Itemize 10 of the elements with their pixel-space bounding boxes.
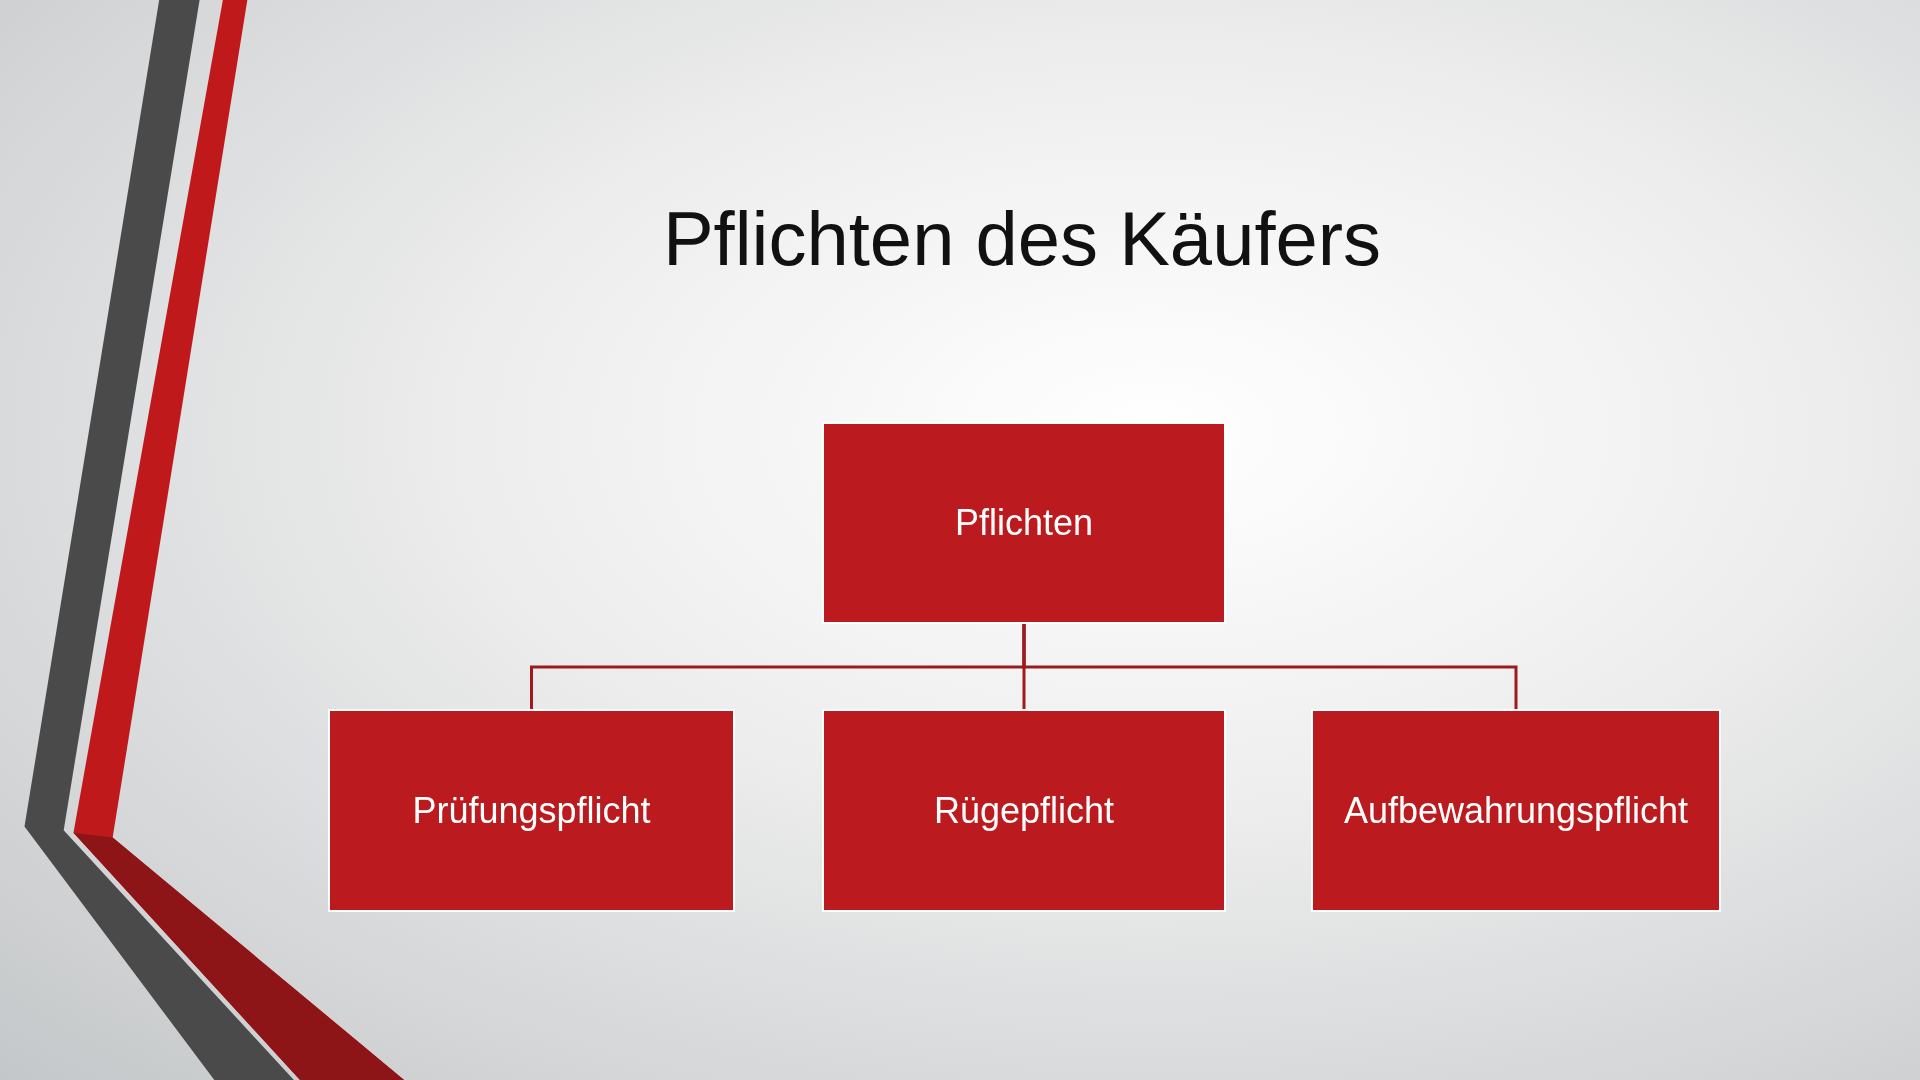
box-label: Rügepflicht (932, 789, 1116, 832)
box-label: Pflichten (953, 502, 1095, 544)
box-label: Aufbewahrungspflicht (1342, 789, 1690, 832)
slide-title: Pflichten des Käufers (661, 195, 1383, 282)
org-chart-box (328, 709, 735, 912)
org-chart-box (822, 422, 1226, 624)
org-chart-box (1311, 709, 1721, 912)
org-chart-box (822, 709, 1226, 912)
box-label: Prüfungspflicht (411, 789, 652, 832)
connector-line (1022, 624, 1518, 709)
